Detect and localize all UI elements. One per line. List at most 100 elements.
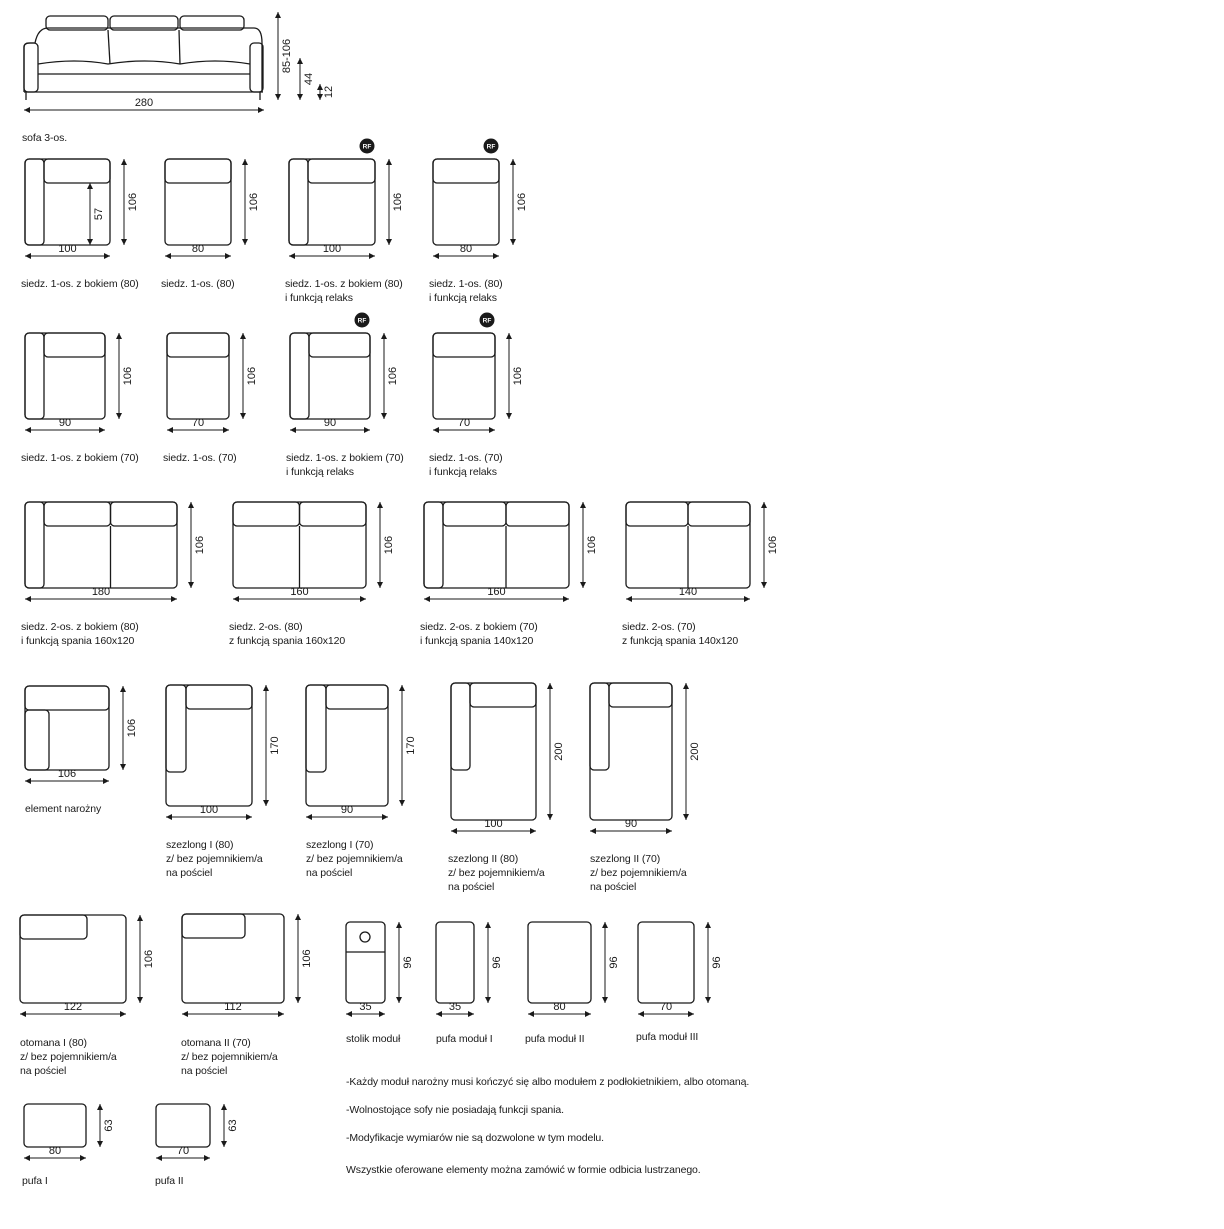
module-outline [164, 158, 232, 246]
back-cushion [308, 332, 371, 358]
module-caption-line: i funkcją relaks [286, 466, 354, 478]
side-armrest [450, 682, 471, 771]
module-caption-line: siedz. 1-os. (70) [163, 452, 237, 464]
arrowhead [399, 685, 405, 691]
sofa-seat-divider [107, 29, 111, 65]
arrowhead [182, 1011, 188, 1017]
rf-badge-circle [359, 138, 375, 154]
arrowhead [386, 159, 392, 165]
arrowhead [120, 764, 126, 770]
arrowhead [225, 253, 231, 259]
arrowhead [563, 596, 569, 602]
note-line: -Każdy moduł narożny musi kończyć się al… [346, 1076, 750, 1088]
module-caption-line: pufa I [22, 1175, 48, 1187]
depth-label: 96 [711, 956, 723, 968]
width-label: 90 [324, 417, 336, 429]
arrowhead [263, 800, 269, 806]
rf-badge-circle [483, 138, 499, 154]
width-label: 70 [660, 1001, 672, 1013]
depth-label: 96 [608, 956, 620, 968]
side-cushion [24, 709, 50, 771]
arrowhead [221, 1141, 227, 1147]
module-caption-line: element narożny [25, 803, 102, 815]
arrowhead [399, 800, 405, 806]
sofa-leg-height-label: 12 [323, 86, 335, 98]
arrowhead [386, 239, 392, 245]
depth-label: 200 [553, 742, 565, 760]
module-outline [24, 685, 110, 771]
module-outline [24, 501, 178, 589]
arrowhead [377, 582, 383, 588]
arrowhead [369, 253, 375, 259]
back-cushion [307, 158, 376, 184]
arrowhead [510, 239, 516, 245]
arrowhead [25, 427, 31, 433]
back-cushion [185, 684, 253, 710]
arrowhead [246, 814, 252, 820]
back-cushion [43, 158, 111, 184]
arrowhead [396, 997, 402, 1003]
module-caption-line: siedz. 1-os. z bokiem (80) [285, 278, 403, 290]
arrowhead [317, 84, 323, 90]
module-outline [637, 921, 695, 1004]
arrowhead [379, 1011, 385, 1017]
arrowhead [510, 159, 516, 165]
arrowhead [275, 94, 281, 100]
module-caption-line: z/ bez pojemnikiem/a [306, 853, 403, 865]
module-caption-line: na pościel [181, 1065, 228, 1077]
note-line: Wszystkie oferowane elementy można zamów… [346, 1164, 701, 1176]
arrowhead [25, 596, 31, 602]
module-caption-line: i funkcją relaks [285, 292, 353, 304]
width-label: 100 [323, 243, 341, 255]
back-cushion [469, 682, 537, 708]
width-label: 160 [290, 586, 308, 598]
arrowhead [104, 253, 110, 259]
depth-label: 106 [127, 193, 139, 211]
depth-label: 170 [269, 736, 281, 754]
arrowhead [297, 94, 303, 100]
module-outline [23, 1103, 87, 1148]
arrowhead [585, 1011, 591, 1017]
width-label: 80 [49, 1145, 61, 1157]
depth-label: 200 [689, 742, 701, 760]
module-caption-line: na pościel [306, 867, 353, 879]
module-caption-line: szezlong I (70) [306, 839, 374, 851]
module-caption-line: z/ bez pojemnikiem/a [448, 867, 545, 879]
module-caption-line: na pościel [448, 881, 495, 893]
arrowhead [120, 1011, 126, 1017]
module-caption-line: na pościel [590, 881, 637, 893]
arrowhead [103, 778, 109, 784]
depth-label: 63 [103, 1119, 115, 1131]
arrowhead [485, 922, 491, 928]
module-caption-line: i funkcją spania 160x120 [21, 635, 135, 647]
depth-label: 106 [767, 536, 779, 554]
depth-label: 170 [405, 736, 417, 754]
rf-badge-label: RF [487, 144, 496, 151]
width-label: 35 [449, 1001, 461, 1013]
arrowhead [137, 997, 143, 1003]
arrowhead [99, 427, 105, 433]
depth-label: 106 [383, 536, 395, 554]
width-label: 35 [359, 1001, 371, 1013]
module-outline [24, 158, 111, 246]
module-outline [155, 1103, 211, 1148]
arrowhead [626, 596, 632, 602]
arrowhead [580, 582, 586, 588]
sofa-seat-curve [37, 60, 251, 65]
module-outline [589, 682, 673, 821]
back-cushion [442, 501, 507, 527]
module-caption-line: z/ bez pojemnikiem/a [181, 1051, 278, 1063]
side-armrest [305, 684, 327, 773]
depth-label: 106 [122, 367, 134, 385]
back-cushion [687, 501, 751, 527]
arrowhead [204, 1155, 210, 1161]
arrowhead [638, 1011, 644, 1017]
width-label: 80 [553, 1001, 565, 1013]
arrowhead [382, 814, 388, 820]
